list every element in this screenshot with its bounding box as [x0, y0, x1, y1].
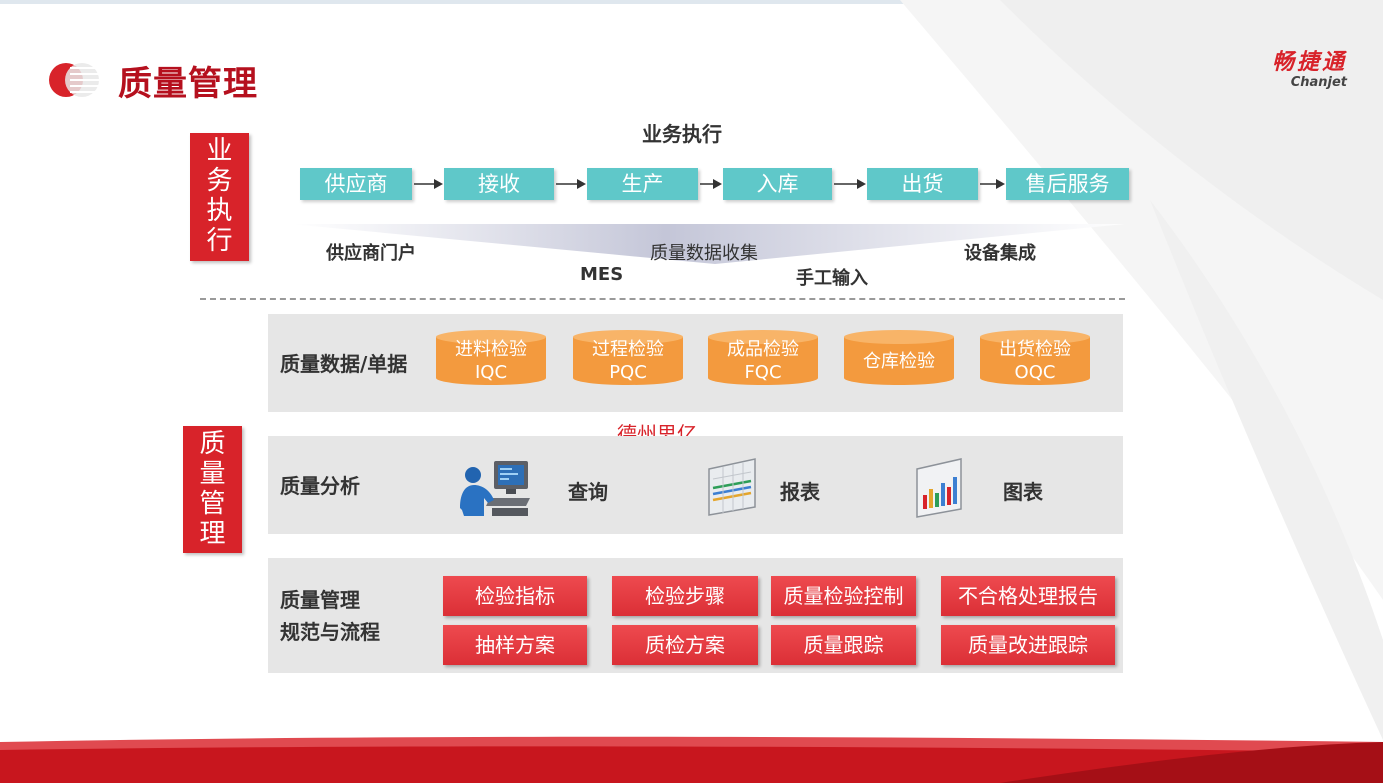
cylinder-code: PQC — [609, 362, 647, 383]
arrow-right-icon — [414, 179, 443, 189]
arrow-right-icon — [980, 179, 1005, 189]
brand-name-cn: 畅捷通 — [1271, 50, 1347, 75]
side-label-quality: 质 量 管 理 — [183, 426, 242, 553]
section-divider — [200, 298, 1125, 300]
step-production: 生产 — [587, 168, 698, 200]
norm-sampling-plan: 抽样方案 — [443, 625, 587, 665]
side-label-char: 务 — [206, 166, 233, 196]
arrow-right-icon — [700, 179, 722, 189]
side-label-char: 业 — [206, 136, 233, 166]
norm-inspection-plan: 质检方案 — [612, 625, 758, 665]
arrow-right-icon — [834, 179, 866, 189]
norm-inspection-index: 检验指标 — [443, 576, 587, 616]
norm-nonconformity-report: 不合格处理报告 — [941, 576, 1115, 616]
analysis-query: 查询 — [568, 480, 608, 504]
brand-name-en: Chanjet — [1290, 75, 1347, 90]
cylinder-label: 仓库检验 — [863, 351, 935, 372]
panel-label-quality-data: 质量数据/单据 — [280, 352, 408, 376]
source-mes: MES — [580, 264, 624, 285]
panel-label-norms-line1: 质量管理 — [280, 588, 360, 612]
panel-label-quality-analysis: 质量分析 — [280, 474, 360, 498]
side-label-char: 理 — [199, 519, 226, 549]
norm-improvement-tracking: 质量改进跟踪 — [941, 625, 1115, 665]
database-cylinder-icon — [436, 330, 546, 385]
report-icon — [708, 458, 756, 516]
step-warehouse-in: 入库 — [723, 168, 832, 200]
step-supplier: 供应商 — [300, 168, 412, 200]
brand-logo: 畅捷通 Chanjet — [1232, 50, 1347, 90]
cylinder-label: 进料检验 — [455, 339, 527, 360]
database-cylinder-icon — [708, 330, 818, 385]
bar-chart-icon — [916, 458, 962, 518]
database-cylinder-icon — [844, 330, 954, 385]
page-title: 质量管理 — [118, 64, 258, 104]
step-receive: 接收 — [444, 168, 554, 200]
step-shipping: 出货 — [867, 168, 978, 200]
computer-user-icon — [460, 461, 530, 516]
side-label-char: 行 — [206, 226, 233, 256]
cylinder-warehouse: 仓库检验 — [843, 328, 955, 386]
cylinder-code: IQC — [474, 362, 508, 383]
source-supplier-portal: 供应商门户 — [326, 243, 416, 264]
cylinder-code: OQC — [1014, 362, 1056, 383]
side-label-business: 业 务 执 行 — [190, 133, 249, 261]
side-label-char: 执 — [206, 196, 233, 226]
norm-inspection-steps: 检验步骤 — [612, 576, 758, 616]
arrow-right-icon — [556, 179, 586, 189]
database-cylinder-icon — [980, 330, 1090, 385]
source-manual-input: 手工输入 — [796, 268, 868, 289]
cylinder-label: 成品检验 — [727, 339, 799, 360]
title-logo-icon — [49, 63, 100, 97]
source-device-integration: 设备集成 — [964, 243, 1036, 264]
collection-title: 质量数据收集 — [650, 243, 758, 264]
cylinder-label: 出货检验 — [999, 339, 1071, 360]
side-label-char: 量 — [199, 459, 226, 489]
database-cylinder-icon — [573, 330, 683, 385]
analysis-chart: 图表 — [1003, 480, 1043, 504]
step-after-sales: 售后服务 — [1006, 168, 1129, 200]
norm-quality-tracking: 质量跟踪 — [771, 625, 916, 665]
cylinder-code: FQC — [744, 362, 782, 383]
cylinder-label: 过程检验 — [592, 339, 664, 360]
side-label-char: 管 — [199, 489, 226, 519]
data-collection-funnel — [290, 224, 1125, 264]
panel-quality-analysis: 质量分析 — [268, 436, 1123, 534]
panel-label-norms-line2: 规范与流程 — [280, 620, 380, 644]
execution-title: 业务执行 — [642, 122, 722, 146]
side-label-char: 质 — [199, 429, 226, 459]
analysis-report: 报表 — [780, 480, 820, 504]
norm-inspection-control: 质量检验控制 — [771, 576, 916, 616]
